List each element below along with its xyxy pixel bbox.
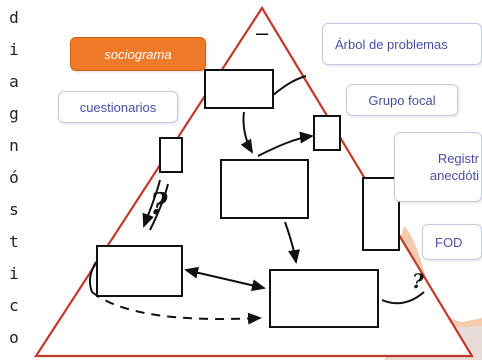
vertical-letter: i <box>9 264 19 283</box>
vertical-letter: s <box>9 200 19 219</box>
vertical-letter: g <box>9 104 19 123</box>
grupo-focal-button[interactable]: Grupo focal <box>346 84 458 116</box>
vertical-letter: a <box>9 72 19 91</box>
foda-button[interactable]: FOD <box>422 224 482 260</box>
curved-line-bottom-right <box>381 291 425 305</box>
registro-line-1: Registr <box>437 151 479 166</box>
arrow-double-left-bottom <box>184 266 266 292</box>
vertical-letter: i <box>9 40 19 59</box>
vertical-letter: t <box>9 232 19 251</box>
arrow-left-small-down-2 <box>149 183 169 231</box>
diagram-box-left <box>96 245 183 297</box>
registro-anecdotico-button[interactable]: Registr anecdóti <box>394 132 482 202</box>
arrow-center-to-bottom <box>284 221 300 264</box>
question-mark-right: ? <box>412 269 424 293</box>
sociograma-button[interactable]: sociograma <box>70 37 206 71</box>
diagram-box-center <box>220 159 309 219</box>
diagram-box-right-small <box>313 115 341 151</box>
diagram-box-right <box>362 177 400 251</box>
arrow-top-right <box>272 75 307 96</box>
vertical-letter: d <box>9 8 19 27</box>
arrow-to-right-small <box>257 131 314 157</box>
vertical-letter: n <box>9 136 19 155</box>
arbol-de-problemas-button[interactable]: Árbol de problemas <box>322 23 482 65</box>
arrow-top-to-center <box>240 111 254 154</box>
minus-sign: – <box>256 20 269 45</box>
arrow-left-small-down <box>142 179 161 228</box>
vertical-letter: o <box>9 328 19 347</box>
question-mark-left: ? <box>150 187 168 222</box>
vertical-letter: ó <box>9 168 19 187</box>
dashed-arrow-bottom <box>91 291 262 325</box>
cuestionarios-button[interactable]: cuestionarios <box>58 91 178 123</box>
diagram-box-left-small <box>159 137 183 173</box>
diagram-box-bottom <box>269 269 379 328</box>
vertical-letter: c <box>9 296 19 315</box>
registro-line-2: anecdóti <box>429 168 479 183</box>
curved-line-left <box>88 261 97 293</box>
diagram-box-top <box>204 69 274 109</box>
